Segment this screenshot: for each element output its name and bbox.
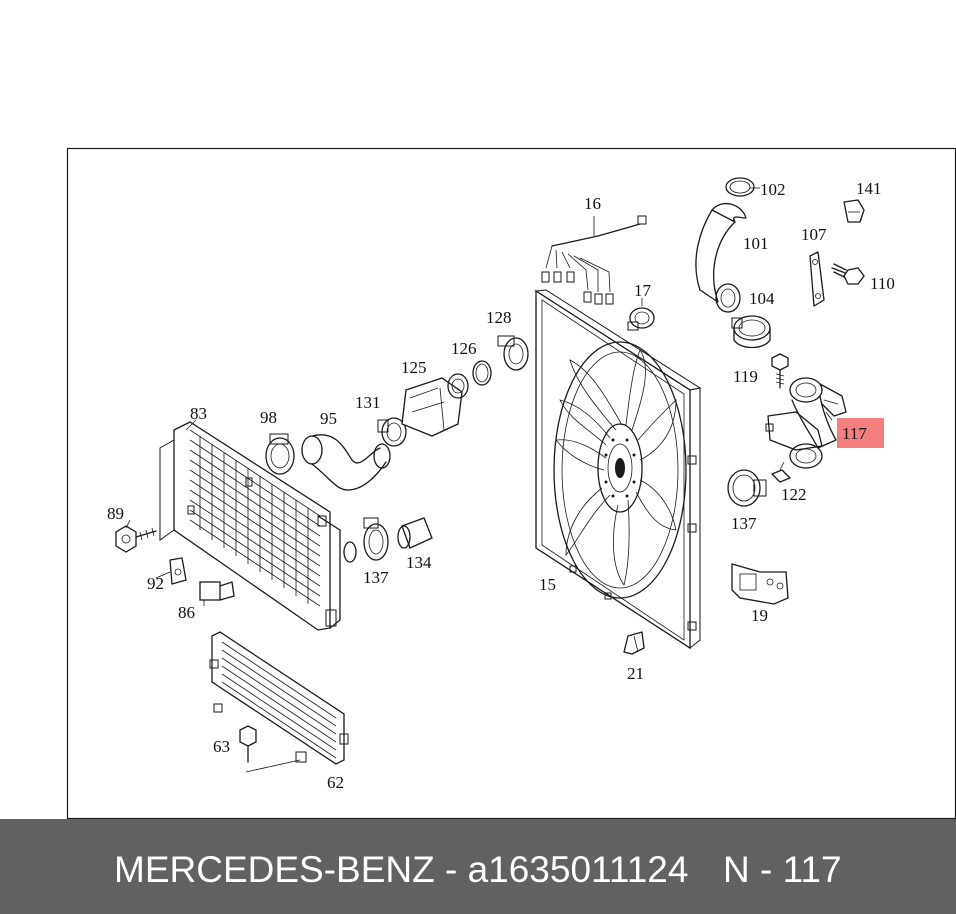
label-128[interactable]: 128 bbox=[486, 308, 512, 327]
footer-part-number: MERCEDES-BENZ - a1635011124 bbox=[114, 849, 689, 890]
footer-bar: MERCEDES-BENZ - a1635011124 N - 117 bbox=[0, 819, 956, 914]
clamp-137-left-drawing bbox=[363, 517, 389, 561]
label-16[interactable]: 16 bbox=[584, 194, 601, 213]
label-126[interactable]: 126 bbox=[451, 339, 477, 358]
bolt-89-drawing bbox=[115, 525, 157, 553]
label-95[interactable]: 95 bbox=[320, 409, 337, 428]
clip-122-drawing bbox=[771, 461, 791, 483]
bolt-110-drawing bbox=[831, 263, 865, 285]
seal-126-drawing bbox=[472, 360, 492, 386]
label-102[interactable]: 102 bbox=[760, 180, 786, 199]
bolt-119-drawing bbox=[771, 353, 789, 389]
label-122[interactable]: 122 bbox=[781, 485, 807, 504]
label-141[interactable]: 141 bbox=[856, 179, 882, 198]
clip-21-drawing bbox=[623, 631, 645, 655]
fan-shroud-drawing bbox=[534, 289, 702, 650]
clamp-98-drawing bbox=[265, 433, 295, 475]
clamp-131-drawing bbox=[377, 417, 407, 447]
label-86[interactable]: 86 bbox=[178, 603, 195, 622]
housing-125-drawing bbox=[401, 373, 469, 437]
label-62[interactable]: 62 bbox=[327, 773, 344, 792]
part-labels: 16 17 102 101 104 141 107 110 119 117 12… bbox=[107, 179, 895, 792]
bracket-107-drawing bbox=[809, 251, 825, 307]
label-63[interactable]: 63 bbox=[213, 737, 230, 756]
label-134[interactable]: 134 bbox=[406, 553, 432, 572]
hose-117-drawing bbox=[765, 377, 847, 469]
oil-cooler-62-drawing bbox=[209, 631, 349, 765]
hose-95-drawing bbox=[301, 434, 391, 491]
label-89[interactable]: 89 bbox=[107, 504, 124, 523]
highlight-117 bbox=[837, 418, 884, 448]
label-104[interactable]: 104 bbox=[749, 289, 775, 308]
cap-141-drawing bbox=[843, 199, 865, 223]
label-137-right[interactable]: 137 bbox=[731, 514, 757, 533]
label-110[interactable]: 110 bbox=[870, 274, 895, 293]
label-117[interactable]: 117 bbox=[842, 424, 867, 443]
label-83[interactable]: 83 bbox=[190, 404, 207, 423]
label-21[interactable]: 21 bbox=[627, 664, 644, 683]
footer-position-number: N - 117 bbox=[723, 849, 842, 890]
label-98[interactable]: 98 bbox=[260, 408, 277, 427]
clamp-137-right-drawing bbox=[727, 469, 767, 507]
clamp-128-drawing bbox=[497, 335, 529, 371]
sensor-86-drawing bbox=[199, 581, 235, 606]
label-107[interactable]: 107 bbox=[801, 225, 827, 244]
leader-lines bbox=[125, 187, 760, 579]
label-101[interactable]: 101 bbox=[743, 234, 769, 253]
bolt-63-drawing bbox=[239, 725, 301, 773]
label-92[interactable]: 92 bbox=[147, 574, 164, 593]
hose-101-drawing bbox=[695, 177, 755, 313]
harness-drawing bbox=[541, 215, 647, 305]
label-119[interactable]: 119 bbox=[733, 367, 758, 386]
label-137-left[interactable]: 137 bbox=[363, 568, 389, 587]
clamp-104-drawing bbox=[731, 315, 771, 349]
label-19[interactable]: 19 bbox=[751, 606, 768, 625]
label-125[interactable]: 125 bbox=[401, 358, 427, 377]
clip-92-drawing bbox=[169, 557, 187, 585]
label-15[interactable]: 15 bbox=[539, 575, 556, 594]
hose-134-drawing bbox=[397, 517, 433, 549]
bracket-19-drawing bbox=[731, 563, 789, 605]
label-17[interactable]: 17 bbox=[634, 281, 652, 300]
clip-17-drawing bbox=[627, 298, 655, 331]
label-131[interactable]: 131 bbox=[355, 393, 381, 412]
intercooler-83-drawing bbox=[159, 421, 357, 631]
